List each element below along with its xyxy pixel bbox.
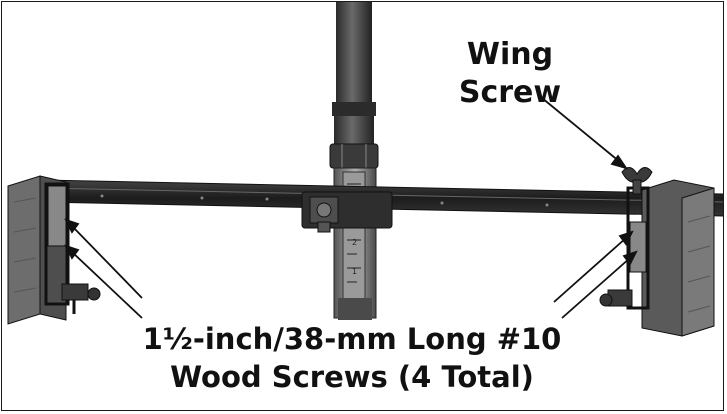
- wing-screw: [621, 167, 653, 195]
- callout-arrows: [64, 97, 638, 319]
- vertical-pipe: [329, 2, 379, 169]
- wood-screws-label: 1½-inch/38-mm Long #10 Wood Screws (4 To…: [92, 320, 612, 396]
- gauge-tick-label: 1: [352, 267, 357, 276]
- wood-screws-label-line1: 1½-inch/38-mm Long #10: [142, 322, 562, 356]
- wing-screw-label-line1: Wing: [466, 37, 554, 72]
- center-clamp: [301, 191, 393, 233]
- right-wood-block: [641, 179, 715, 337]
- gauge-tick-label: 2: [352, 238, 357, 247]
- wing-screw-label: Wing Screw: [430, 36, 590, 112]
- wood-screws-label-line2: Wood Screws (4 Total): [170, 360, 534, 394]
- right-bracket: [599, 186, 650, 310]
- wing-screw-label-line2: Screw: [458, 75, 562, 110]
- left-bracket: [44, 182, 101, 314]
